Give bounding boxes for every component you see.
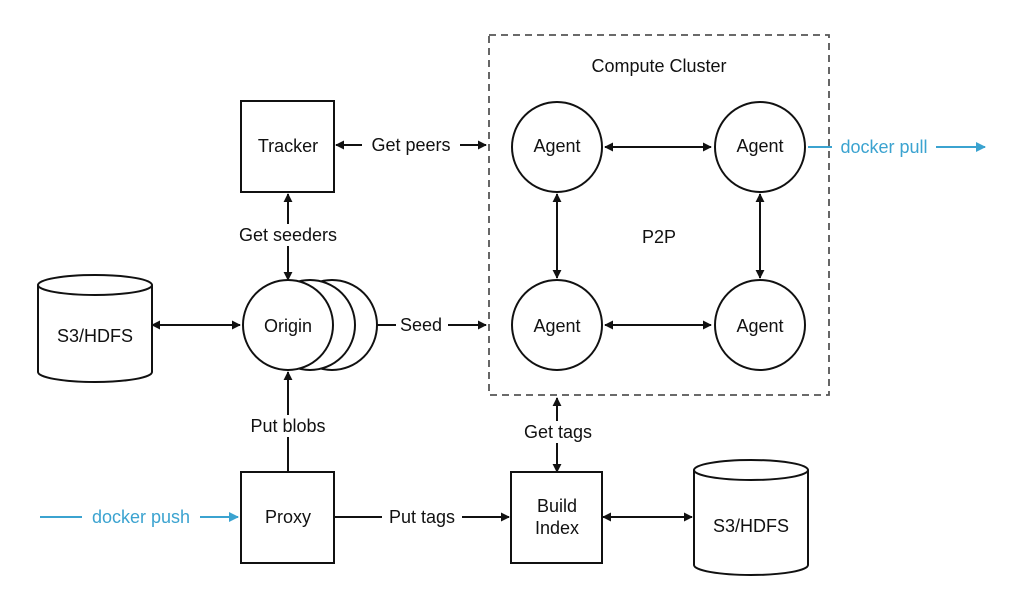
edge-label-get-tags: Get tags	[524, 422, 592, 442]
edge-label-seed: Seed	[400, 315, 442, 335]
build-index-label-line2: Index	[535, 518, 579, 538]
seed-label-bg	[396, 314, 448, 336]
p2p-label: P2P	[642, 227, 676, 247]
agent-bottom-right-label: Agent	[736, 316, 783, 336]
cluster-title: Compute Cluster	[591, 56, 726, 76]
tracker-node: Tracker	[240, 100, 335, 193]
edge-label-docker-push: docker push	[92, 507, 190, 527]
compute-cluster-boundary	[488, 34, 830, 396]
build-index-node: Build Index	[510, 471, 603, 564]
get-seeders-label-bg	[229, 224, 347, 246]
s3-hdfs-left-label: S3/HDFS	[57, 326, 133, 346]
agent-bottom-left-label: Agent	[533, 316, 580, 336]
origin-label: Origin	[264, 316, 312, 336]
tracker-label: Tracker	[258, 136, 318, 156]
origin-node: Origin	[242, 279, 378, 371]
docker-push-label-bg	[82, 506, 200, 528]
docker-pull-label-bg	[832, 136, 936, 158]
agent-top-left: Agent	[511, 101, 603, 193]
put-blobs-label-bg	[240, 415, 336, 437]
proxy-label: Proxy	[265, 507, 311, 527]
s3-hdfs-right-label: S3/HDFS	[713, 516, 789, 536]
agent-top-right: Agent	[714, 101, 806, 193]
agent-top-left-label: Agent	[533, 136, 580, 156]
s3-hdfs-right-storage: S3/HDFS	[693, 459, 809, 576]
edge-label-get-seeders: Get seeders	[239, 225, 337, 245]
agent-bottom-right: Agent	[714, 279, 806, 371]
edge-label-put-blobs: Put blobs	[250, 416, 325, 436]
get-peers-label-bg	[362, 134, 460, 156]
s3-hdfs-left-storage: S3/HDFS	[37, 274, 153, 383]
edge-label-get-peers: Get peers	[371, 135, 450, 155]
agent-top-right-label: Agent	[736, 136, 783, 156]
get-tags-label-bg	[514, 421, 602, 443]
edge-label-put-tags: Put tags	[389, 507, 455, 527]
agent-bottom-left: Agent	[511, 279, 603, 371]
proxy-node: Proxy	[240, 471, 335, 564]
put-tags-label-bg	[382, 506, 462, 528]
edge-label-docker-pull: docker pull	[840, 137, 927, 157]
origin-primary	[242, 279, 334, 371]
build-index-label-line1: Build	[537, 496, 577, 516]
